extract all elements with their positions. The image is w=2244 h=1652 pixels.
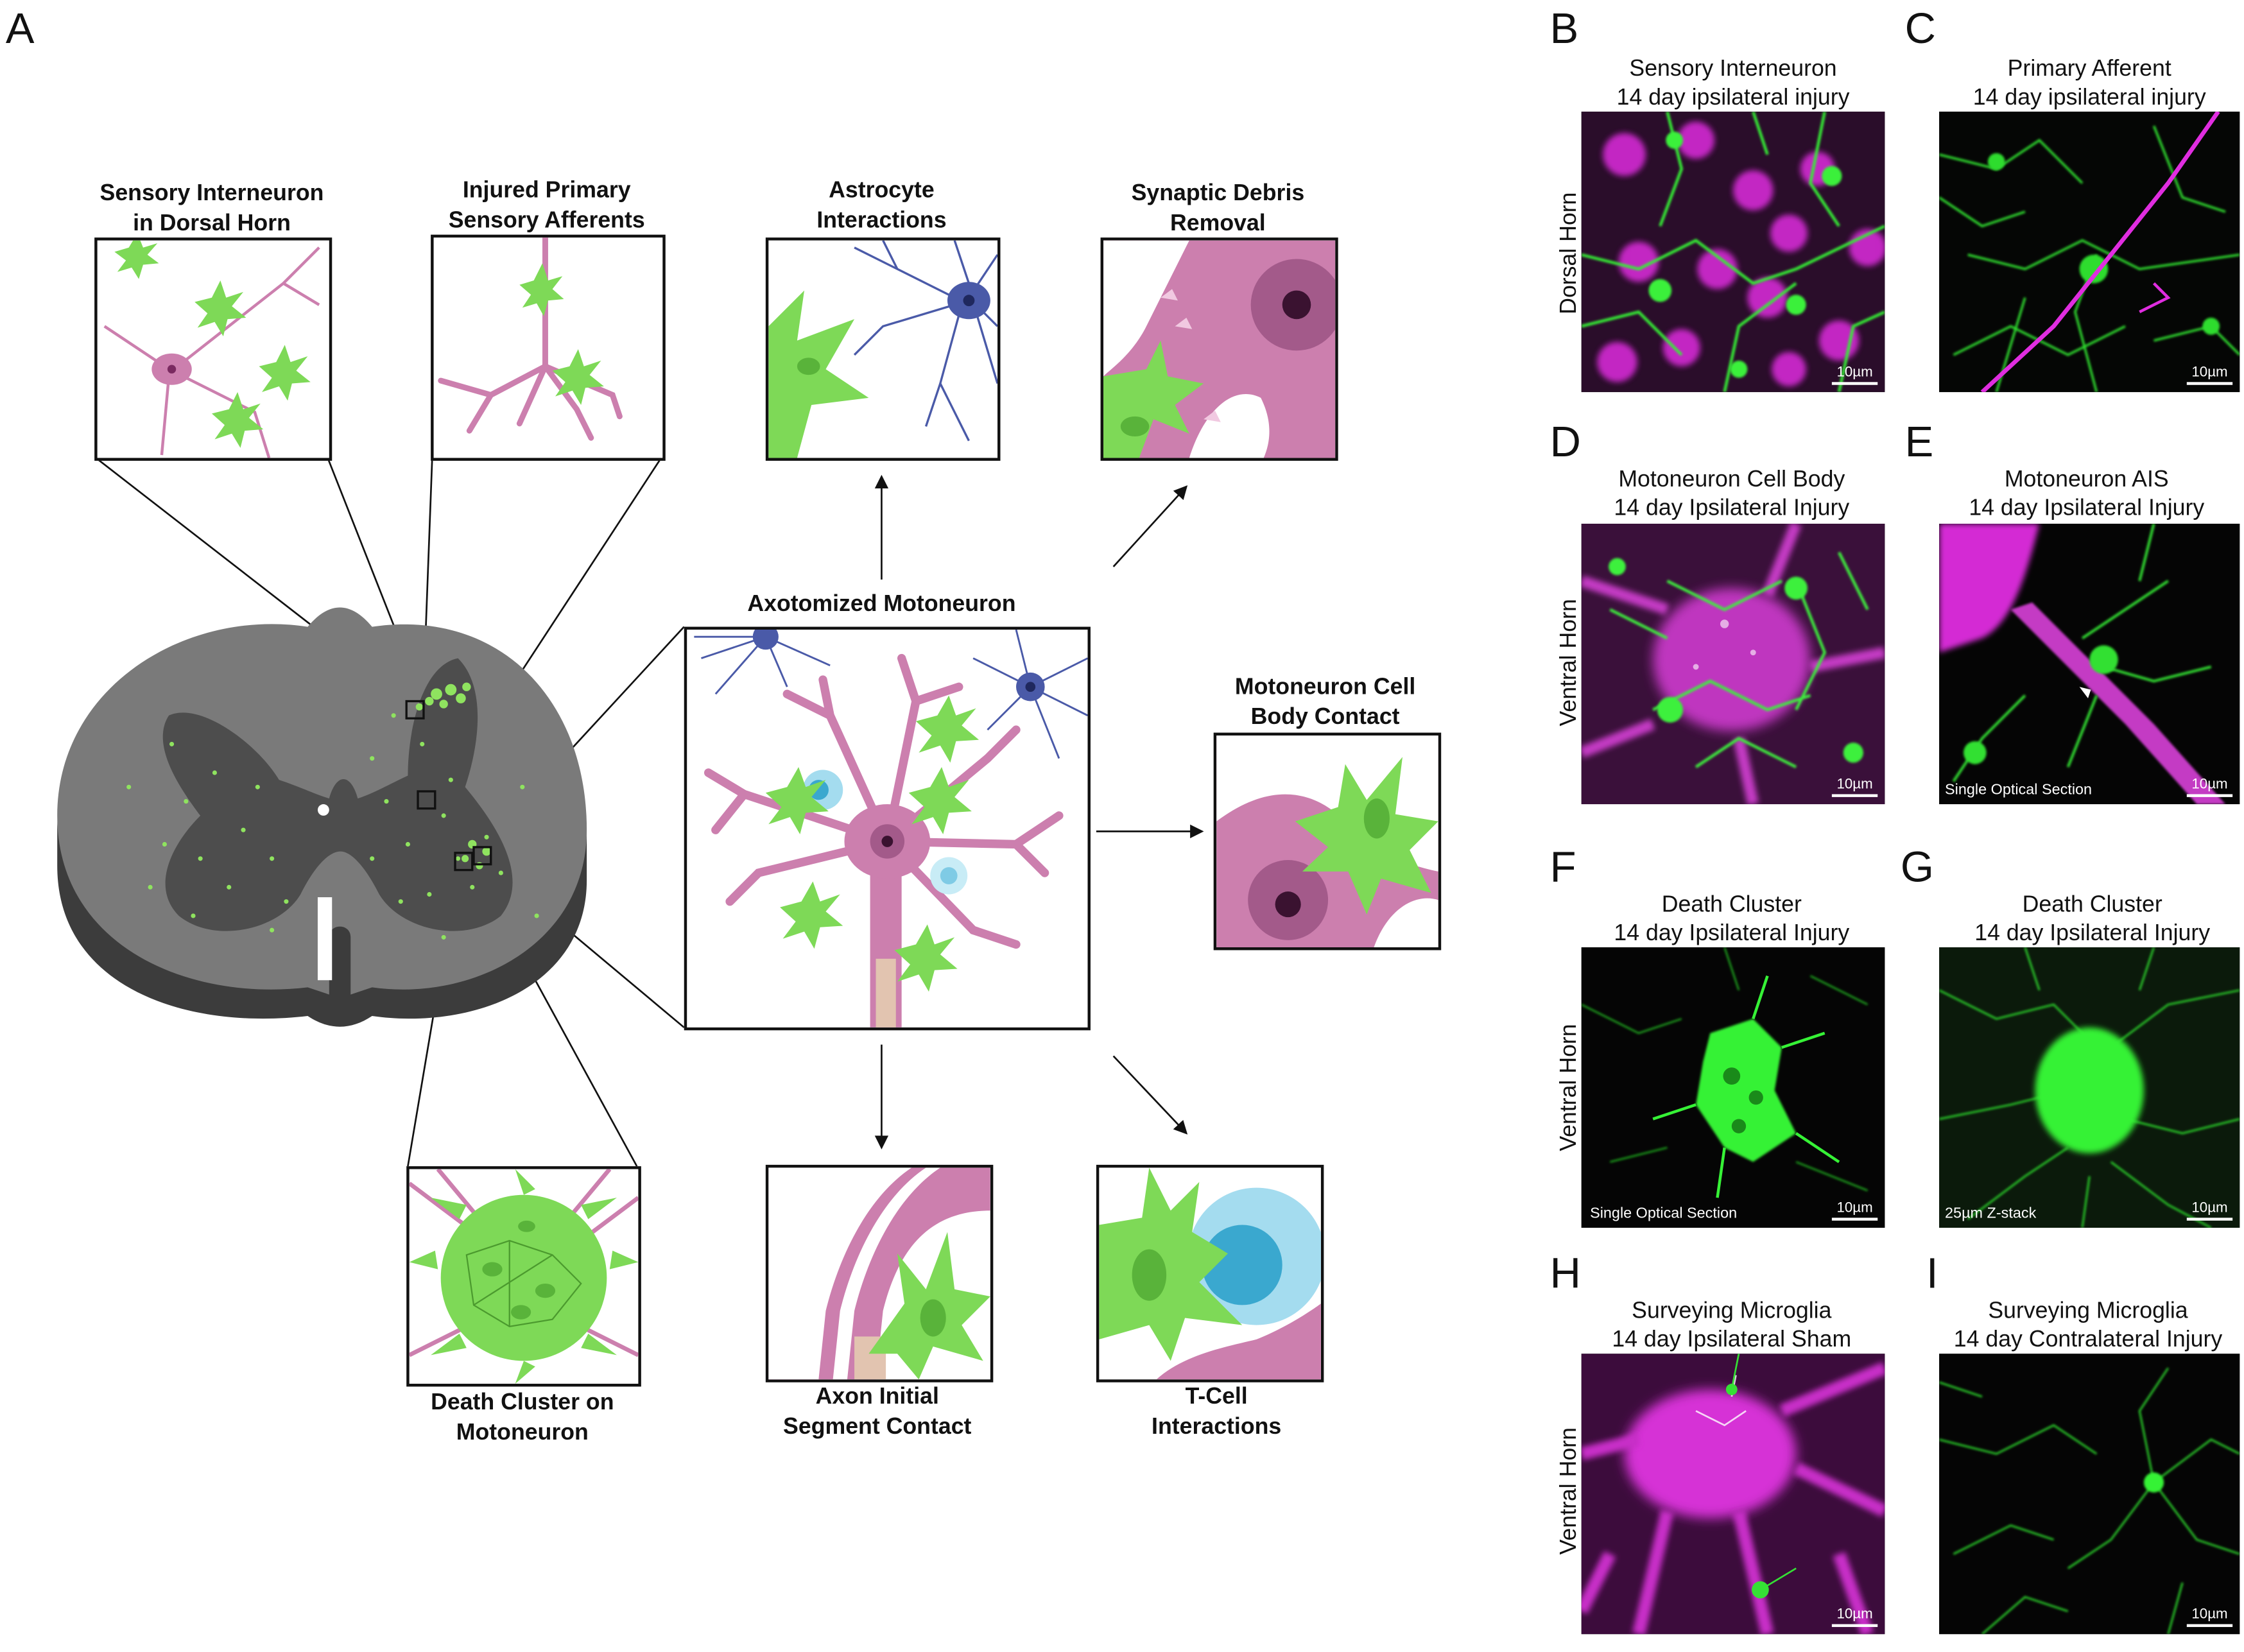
cartoon-astrocyte [765, 237, 1001, 461]
panel-letter-a: A [5, 5, 35, 53]
spinal-cord-section [57, 607, 587, 1027]
micrograph-e: Single Optical Section 10µm [1939, 524, 2240, 805]
panel-letter-g: G [1900, 844, 1934, 892]
row-label-ventral-3: Ventral Horn [1557, 1427, 1582, 1555]
scale-bar-d [1831, 794, 1878, 797]
scale-label-e: 10µm [2191, 777, 2228, 793]
micrograph-d: 10µm [1581, 524, 1885, 805]
cartoon-injured-afferents [431, 234, 666, 461]
section-note-f: Single Optical Section [1590, 1205, 1738, 1223]
scale-label-d: 10µm [1836, 777, 1873, 793]
panel-letter-i: I [1926, 1250, 1938, 1298]
section-note-e: Single Optical Section [1945, 781, 2093, 799]
row-label-ventral-2: Ventral Horn [1557, 1024, 1582, 1151]
cartoon-sensory-interneuron [94, 237, 332, 461]
panel-letter-e: E [1904, 419, 1934, 467]
scale-label-c: 10µm [2191, 365, 2228, 381]
scale-bar-h [1831, 1624, 1878, 1628]
row-label-dorsal: Dorsal Horn [1557, 192, 1582, 314]
scale-bar-c [2186, 382, 2233, 385]
scale-bar-e [2186, 794, 2233, 797]
scale-label-f: 10µm [1836, 1200, 1873, 1217]
scale-bar-i [2186, 1624, 2233, 1628]
panel-letter-b: B [1549, 5, 1579, 53]
cartoon-axotomized-motoneuron [684, 626, 1091, 1031]
scale-bar-f [1831, 1217, 1878, 1221]
cartoon-death-cluster [406, 1166, 641, 1387]
panel-letter-f: F [1549, 844, 1576, 892]
title-axotomized: Axotomized Motoneuron [747, 592, 1016, 617]
micrograph-f: Single Optical Section 10µm [1581, 947, 1885, 1228]
cartoon-tcell [1096, 1164, 1324, 1382]
row-label-ventral-1: Ventral Horn [1557, 599, 1582, 727]
micrograph-i: 10µm [1939, 1354, 2240, 1635]
cartoon-cell-body-contact [1213, 732, 1442, 951]
cartoon-axon-initial [765, 1164, 994, 1382]
micrograph-g: 25µm Z-stack 10µm [1939, 947, 2240, 1228]
section-note-g: 25µm Z-stack [1945, 1205, 2037, 1223]
scale-label-g: 10µm [2191, 1200, 2228, 1217]
cartoon-synaptic-debris [1100, 237, 1338, 461]
panel-letter-h: H [1549, 1250, 1581, 1298]
scale-label-b: 10µm [1836, 365, 1873, 381]
scale-label-h: 10µm [1836, 1606, 1873, 1623]
panel-letter-d: D [1549, 419, 1581, 467]
scale-bar-g [2186, 1217, 2233, 1221]
panel-letter-c: C [1904, 5, 1936, 53]
scale-bar-b [1831, 382, 1878, 385]
scale-label-i: 10µm [2191, 1606, 2228, 1623]
micrograph-c: 10µm [1939, 111, 2240, 392]
micrograph-b: 10µm [1581, 111, 1885, 392]
micrograph-h: 10µm [1581, 1354, 1885, 1635]
